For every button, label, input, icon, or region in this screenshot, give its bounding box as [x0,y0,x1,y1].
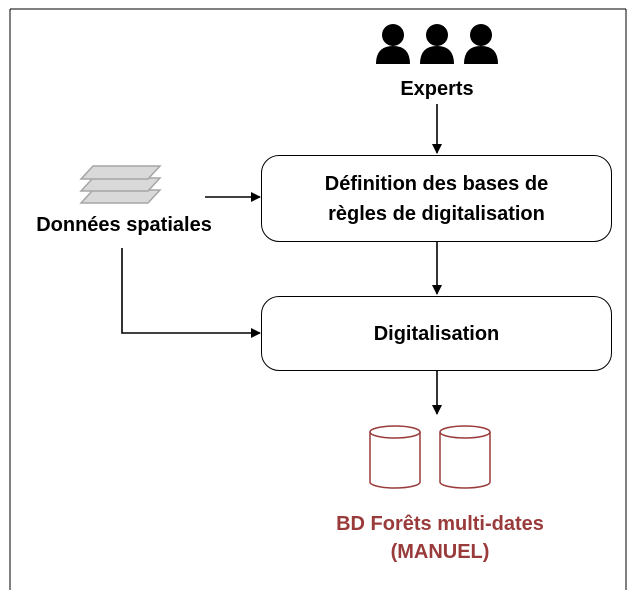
people-group-icon [376,24,498,64]
output-label: BD Forêts multi-dates (MANUEL) [300,510,580,566]
rules-definition-line2: règles de digitalisation [328,202,545,225]
rules-definition-line1: Définition des bases de [324,172,549,195]
output-label-line2: (MANUEL) [390,541,490,563]
output-label-line1: BD Forêts multi-dates [336,513,544,535]
digitalisation-box: Digitalisation [261,296,612,371]
spatial-data-label: Données spatiales [36,214,212,236]
rules-definition-text: Définition des bases de règles de digita… [325,169,548,229]
database-cylinders-icon [369,425,491,489]
rules-definition-box: Définition des bases de règles de digita… [261,155,612,242]
layers-stack-icon [79,165,162,204]
experts-label: Experts [400,78,474,100]
arrow-spatial-to-digit [121,248,261,338]
